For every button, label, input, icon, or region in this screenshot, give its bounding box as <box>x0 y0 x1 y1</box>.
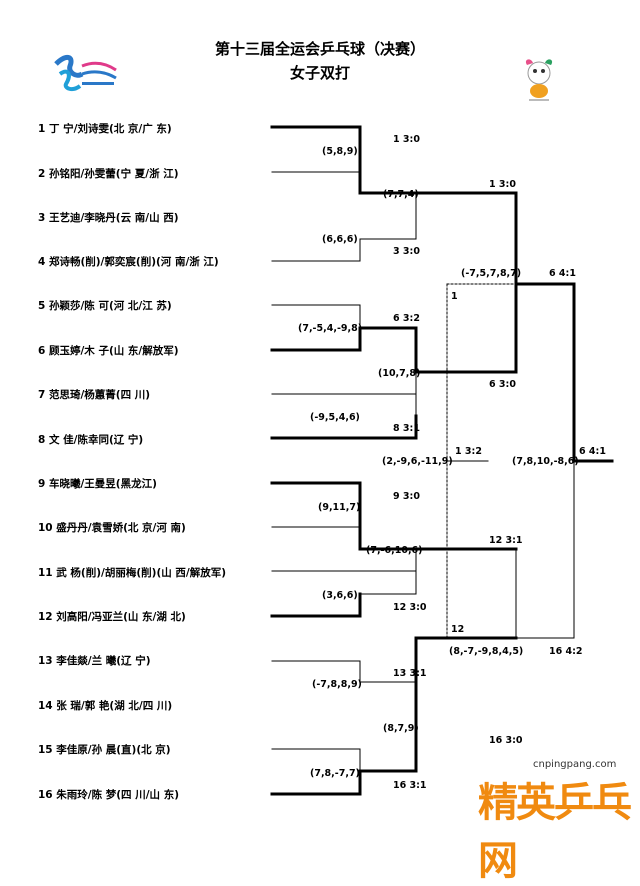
player-entry: 9 车晓曦/王曼昱(黑龙江) <box>38 478 157 490</box>
player-entry: 2 孙铭阳/孙雯蕾(宁 夏/浙 江) <box>38 168 179 180</box>
player-entry: 13 李佳燚/兰 曦(辽 宁) <box>38 655 151 667</box>
bronze-seed: 1 <box>451 291 458 302</box>
bronze-seed: 12 <box>451 624 465 635</box>
player-entry: 6 顾玉婷/木 子(山 东/解放军) <box>38 345 179 357</box>
match-scores: (5,8,9) <box>322 146 358 157</box>
match-scores: (7,-5,4,-9,8) <box>298 323 363 334</box>
player-entry: 1 丁 宁/刘诗雯(北 京/广 东) <box>38 123 172 135</box>
player-entry: 12 刘高阳/冯亚兰(山 东/湖 北) <box>38 611 186 623</box>
page-title: 第十三届全运会乒乓球（决赛） <box>214 40 425 58</box>
match-result: 6 3:0 <box>489 379 516 390</box>
match-result: 3 3:0 <box>393 246 420 257</box>
player-entry: 10 盛丹丹/袁雪娇(北 京/河 南) <box>38 522 186 534</box>
final-result: 6 4:1 <box>579 446 606 457</box>
match-result: 12 3:1 <box>489 535 523 546</box>
match-result: 16 3:1 <box>393 780 427 791</box>
player-entry: 5 孙颖莎/陈 可(河 北/江 苏) <box>38 300 172 312</box>
games-emblem-logo <box>52 52 122 97</box>
match-result: 13 3:1 <box>393 668 427 679</box>
match-scores: (9,11,7) <box>318 502 361 513</box>
match-result: 6 4:1 <box>549 268 576 279</box>
match-result: 16 3:0 <box>489 735 523 746</box>
player-entry: 16 朱雨玲/陈 梦(四 川/山 东) <box>38 789 180 801</box>
match-scores: (10,7,8) <box>378 368 421 379</box>
match-result: 6 3:2 <box>393 313 420 324</box>
mascot-logo <box>515 55 563 103</box>
watermark-url: cnpingpang.com <box>533 759 617 770</box>
player-entry: 8 文 佳/陈幸同(辽 宁) <box>38 434 144 446</box>
match-scores: (3,6,6) <box>322 590 358 601</box>
watermark-brand: 精英乒乓网 <box>478 780 632 884</box>
match-scores: (-7,5,7,8,7) <box>461 268 522 279</box>
match-result: 1 3:0 <box>393 134 420 145</box>
match-scores: (8,-7,-9,8,4,5) <box>449 646 524 657</box>
bronze-result: 1 3:2 <box>455 446 482 457</box>
match-scores: (7,8,-7,7) <box>310 768 360 779</box>
match-scores: (6,6,6) <box>322 234 358 245</box>
match-result: 8 3:1 <box>393 423 420 434</box>
match-scores: (7,-6,10,6) <box>366 545 423 556</box>
match-result: 16 4:2 <box>549 646 583 657</box>
player-entry: 7 范思琦/杨蕙菁(四 川) <box>38 389 151 401</box>
match-scores: (7,7,4) <box>383 189 419 200</box>
event-subtitle: 女子双打 <box>289 64 350 82</box>
player-entry: 4 郑诗畅(削)/郭奕宸(削)(河 南/浙 江) <box>38 256 219 268</box>
match-scores: (-9,5,4,6) <box>310 412 360 423</box>
bracket-lines <box>270 125 614 796</box>
match-scores: (8,7,9) <box>383 723 419 734</box>
bronze-scores: (2,-9,6,-11,9) <box>382 456 453 467</box>
match-result: 1 3:0 <box>489 179 516 190</box>
match-result: 9 3:0 <box>393 491 420 502</box>
player-entry: 14 张 瑞/郭 艳(湖 北/四 川) <box>38 700 173 712</box>
player-entry: 11 武 杨(削)/胡丽梅(削)(山 西/解放军) <box>38 567 227 579</box>
player-entry: 15 李佳原/孙 晨(直)(北 京) <box>38 744 171 756</box>
match-scores: (-7,8,8,9) <box>312 679 362 690</box>
final-scores: (7,8,10,-8,6) <box>512 456 579 467</box>
player-entry: 3 王艺迪/李晓丹(云 南/山 西) <box>38 212 179 224</box>
match-result: 12 3:0 <box>393 602 427 613</box>
